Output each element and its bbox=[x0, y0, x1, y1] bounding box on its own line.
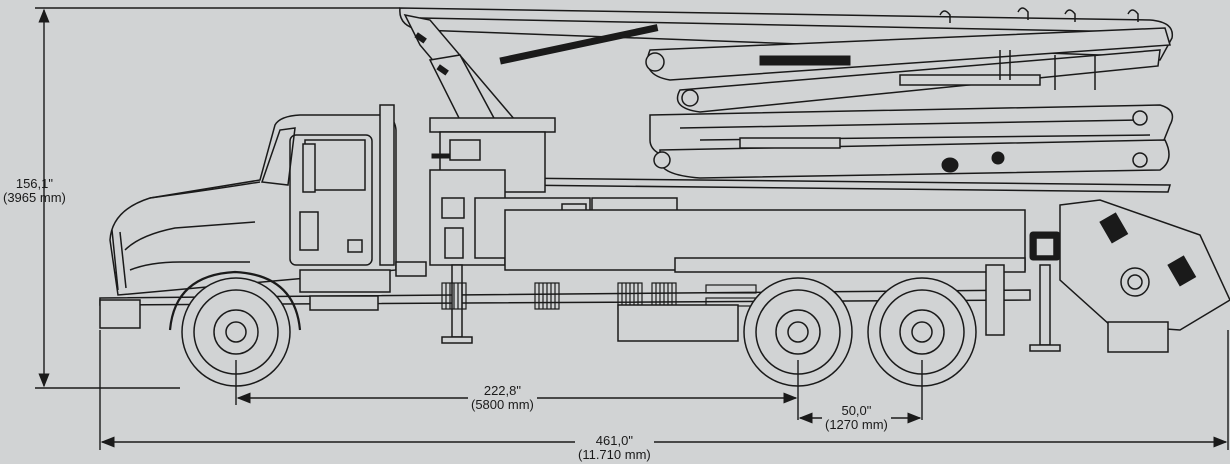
wheelbase-imperial: 222,8" bbox=[483, 383, 521, 398]
axle-spacing-imperial: 50,0" bbox=[841, 403, 872, 418]
overall-length-imperial: 461,0" bbox=[595, 433, 633, 448]
wheelbase-label: 222,8" (5800 mm) bbox=[468, 384, 537, 412]
chassis bbox=[99, 169, 1230, 353]
cab bbox=[109, 104, 427, 296]
height-imperial: 156,1" bbox=[15, 176, 53, 191]
front-wheel bbox=[181, 277, 291, 387]
overall-length-label: 461,0" (11.710 mm) bbox=[575, 434, 654, 462]
front-fender bbox=[168, 270, 302, 331]
boom bbox=[399, 7, 1174, 193]
overall-length-dimension bbox=[99, 330, 1229, 450]
height-dimension bbox=[35, 7, 400, 389]
overall-length-metric: (11.710 mm) bbox=[578, 447, 651, 462]
axle-spacing-metric: (1270 mm) bbox=[825, 417, 888, 432]
wheelbase-metric: (5800 mm) bbox=[471, 397, 534, 412]
axle-spacing-label: 50,0" (1270 mm) bbox=[822, 404, 891, 432]
height-metric: (3965 mm) bbox=[3, 190, 66, 205]
height-label: 156,1" (3965 mm) bbox=[0, 177, 69, 205]
